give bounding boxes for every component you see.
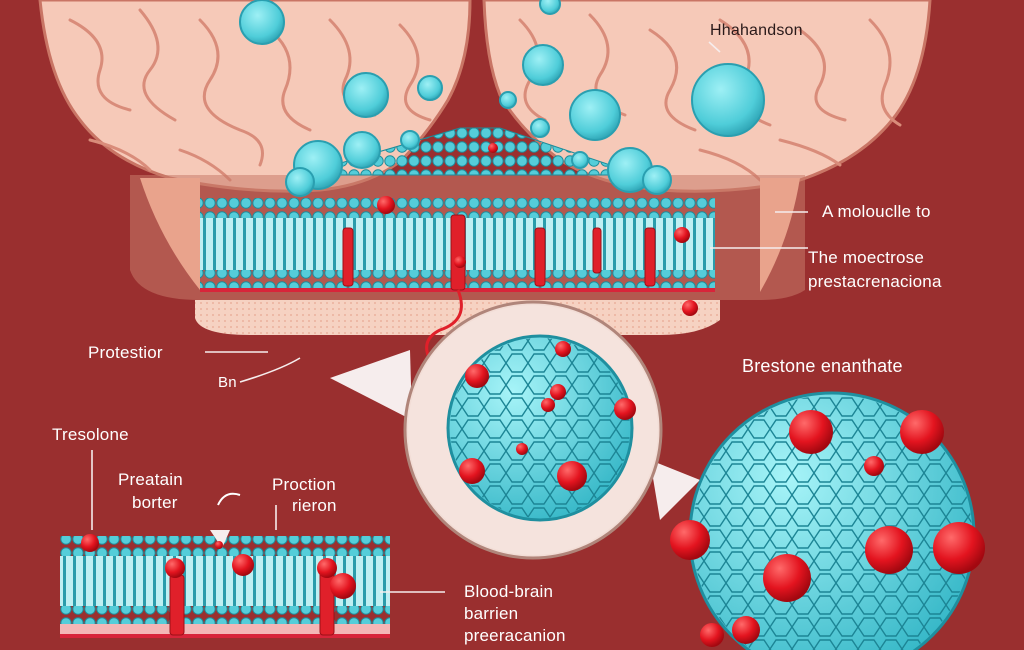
label-moectrose-1: The moectrose [808, 248, 924, 267]
magnifier-lens-icon [330, 300, 700, 560]
label-bbb-2: barrien [464, 604, 519, 623]
label-proction-1: Proction [272, 475, 336, 494]
label-tresolone: Tresolone [52, 425, 129, 444]
label-proction-2: rieron [292, 496, 337, 515]
lower-membrane [60, 492, 390, 638]
label-preatain-1: Preatain [118, 470, 183, 489]
leader-lines [91, 41, 808, 593]
label-preatain-2: borter [132, 493, 178, 512]
label-brestone: Brestone enanthate [742, 356, 903, 376]
label-bn: Bn [218, 374, 237, 391]
label-bbb-3: preeracanion [464, 626, 566, 645]
large-molecule [670, 391, 985, 650]
label-molecule: A molouclle to [822, 202, 931, 221]
label-moectrose-2: prestacrenaciona [808, 272, 942, 291]
label-top-right: Hhahandson [710, 22, 803, 39]
label-bbb-1: Blood-brain [464, 582, 554, 601]
molecule-cluster-icon [239, 0, 765, 316]
label-protestior: Protestior [88, 343, 163, 362]
